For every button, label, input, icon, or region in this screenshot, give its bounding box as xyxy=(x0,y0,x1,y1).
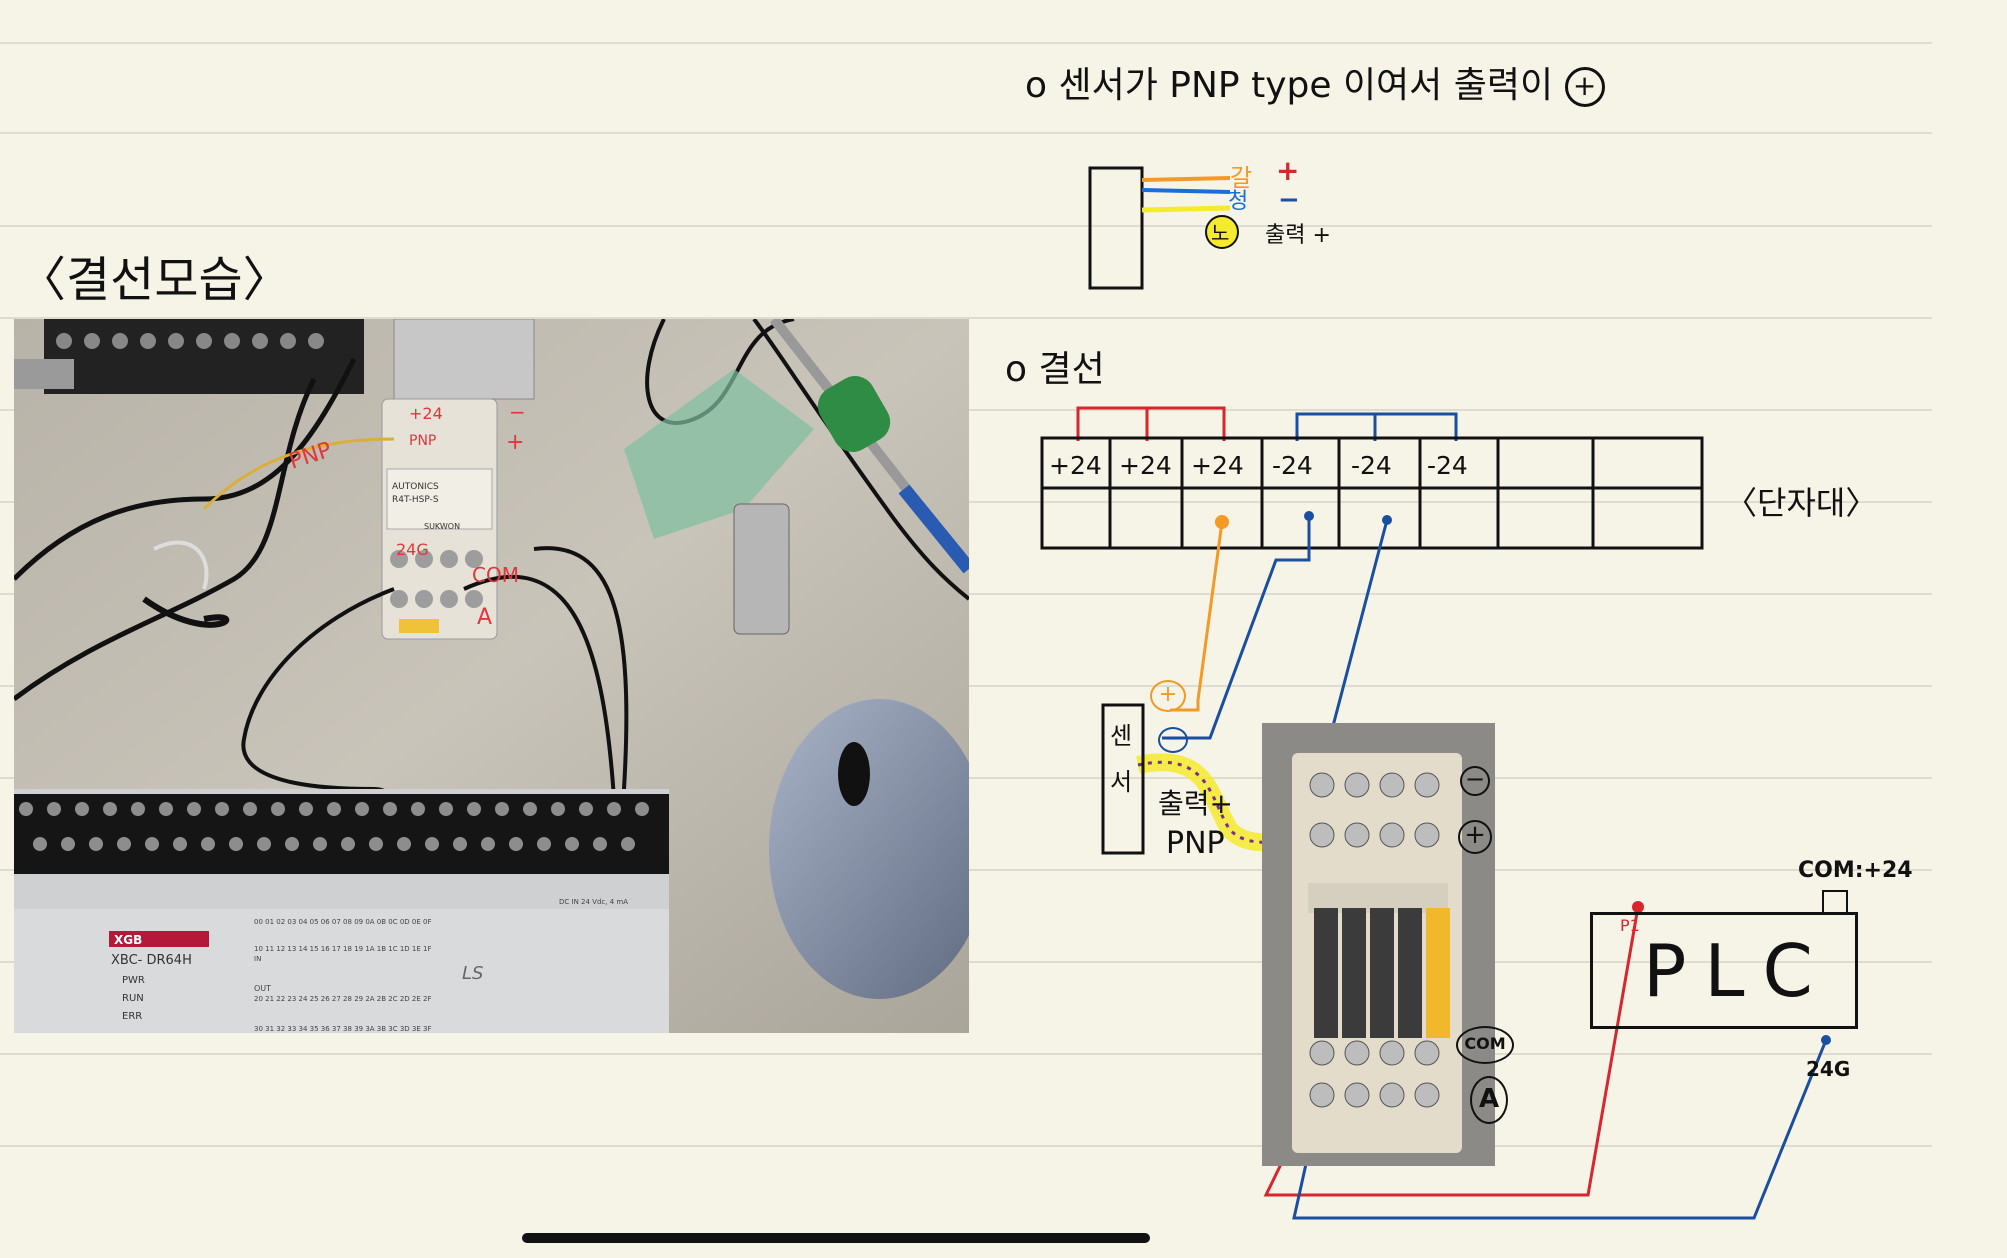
ruled-line xyxy=(0,42,1932,44)
ruled-line xyxy=(0,225,1932,227)
sensor-type-label: PNP xyxy=(1166,826,1225,861)
photo-relay-model: R4T-HSP-S xyxy=(392,495,439,505)
plc-com-label: COM:+24 xyxy=(1798,858,1913,883)
annotation-plus24: +24 xyxy=(409,404,443,423)
relay-com-terminal: COM xyxy=(1456,1026,1514,1064)
ruled-line xyxy=(0,1053,1932,1055)
metal-bracket xyxy=(733,503,790,635)
terminal-block-diagram: +24 +24 +24 -24 -24 -24 xyxy=(1040,406,1704,550)
plc-led-run: RUN xyxy=(122,993,144,1004)
sensor-output-label: 출력+ xyxy=(1158,787,1233,820)
plc-dc-label: DC IN 24 Vdc, 4 mA xyxy=(559,898,628,906)
plc-in-row: 00 01 02 03 04 05 06 07 08 09 0A 0B 0C 0… xyxy=(254,918,432,926)
sensor-wire-sketch: 갈 청 노 출력 + + − xyxy=(1088,160,1331,290)
relay-photo xyxy=(1262,723,1495,1166)
terminal-label: +24 xyxy=(1049,451,1102,480)
photo-relay-brand2: SUKWON xyxy=(424,522,460,531)
annotation-com: COM xyxy=(472,563,519,587)
green-handle xyxy=(817,376,891,452)
terminal-label: -24 xyxy=(1272,451,1313,480)
plc-p1-label: P1 xyxy=(1620,916,1640,935)
photo-section-title: 〈결선모습〉 xyxy=(18,252,291,308)
relay-bottom-screws xyxy=(1309,1040,1440,1108)
plc-out-row: 20 21 22 23 24 25 26 27 28 29 2A 2B 2C 2… xyxy=(254,995,432,1003)
blue-wire-endpoint xyxy=(1304,511,1314,521)
relay-top-screws xyxy=(1309,772,1440,848)
plc-in-label: IN xyxy=(254,955,261,963)
relay-minus-terminal: − xyxy=(1460,766,1490,796)
relay-plus-terminal: + xyxy=(1458,820,1492,854)
ruled-line xyxy=(0,132,1932,134)
plc-brand-badge: XGB xyxy=(114,933,142,947)
ruled-line xyxy=(0,1145,1932,1147)
terminal-block-label: 〈단자대〉 xyxy=(1725,484,1878,522)
orange-wire-endpoint xyxy=(1215,515,1229,529)
wiring-section-title: o 결선 xyxy=(1005,349,1105,390)
wiring-photo-art: AUTONICS R4T-HSP-S SUKWON xyxy=(14,319,969,1033)
plc-out-label: OUT xyxy=(254,984,271,993)
plc-model-text: XBC- DR64H xyxy=(111,953,192,968)
note-heading: o 센서가 PNP type 이여서 출력이 + xyxy=(1025,56,1605,108)
yellow-wire-label: 노 xyxy=(1211,221,1229,245)
orange-wire xyxy=(1170,521,1224,712)
annotation-pnp2: PNP xyxy=(409,433,436,449)
sensor-minus-terminal: − xyxy=(1158,727,1188,753)
sensor-label-line1: 센 xyxy=(1110,722,1132,750)
relay-photo-art xyxy=(1262,723,1495,1166)
acrylic-sheet xyxy=(624,369,814,539)
sensor-label-line2: 서 xyxy=(1110,768,1132,796)
terminal-label: -24 xyxy=(1427,451,1468,480)
sensor-box xyxy=(1101,703,1145,855)
red-jumper xyxy=(1076,406,1226,441)
annotation-minus: − xyxy=(509,400,526,424)
brown-wire-label: 갈 xyxy=(1230,164,1252,192)
blue-wire-to-sensor xyxy=(1162,516,1311,740)
blue-wire-endpoint xyxy=(1821,1035,1831,1045)
brown-wire xyxy=(1141,176,1231,182)
computer-mouse xyxy=(769,699,969,999)
terminal-label: -24 xyxy=(1351,451,1392,480)
plc-24g-label: 24G xyxy=(1806,1057,1851,1081)
home-indicator[interactable] xyxy=(522,1233,1150,1243)
blue-wire xyxy=(1141,188,1231,194)
blue-wire-endpoint xyxy=(1382,515,1392,525)
plc-in-row2: 10 11 12 13 14 15 16 17 18 19 1A 1B 1C 1… xyxy=(254,945,432,953)
bullet-marker: o xyxy=(1025,65,1048,106)
annotation-plus: + xyxy=(506,430,524,455)
plc-logo: LS xyxy=(462,963,483,984)
top-terminal-strip xyxy=(44,319,364,394)
yellow-wire xyxy=(1141,205,1231,213)
plc-out-row2: 30 31 32 33 34 35 36 37 38 39 3A 3B 3C 3… xyxy=(254,1025,432,1033)
sensor-output-label: 출력 + xyxy=(1265,223,1331,248)
relay-a-terminal: A xyxy=(1470,1076,1508,1124)
terminal-label: +24 xyxy=(1119,451,1172,480)
plc-box: PLC xyxy=(1590,912,1858,1029)
ruled-line xyxy=(0,317,1932,319)
plc-led-pwr: PWR xyxy=(122,975,145,986)
terminal-label: +24 xyxy=(1191,451,1244,480)
note-heading-text: 센서가 PNP type 이여서 출력이 xyxy=(1058,65,1554,106)
red-wire-endpoint xyxy=(1632,901,1644,913)
terminal-block-outline xyxy=(1040,436,1704,550)
photo-relay-brand: AUTONICS xyxy=(392,482,439,492)
plc-label: PLC xyxy=(1643,929,1831,1013)
annotation-24g: 24G xyxy=(396,540,429,559)
plus-sign: + xyxy=(1276,160,1299,187)
sensor-diagram: 센 서 xyxy=(1101,703,1145,855)
blue-wire-label: 청 xyxy=(1228,189,1248,214)
plc-led-err: ERR xyxy=(122,1011,142,1022)
circled-plus-symbol: + xyxy=(1564,67,1605,107)
wiring-photo: AUTONICS R4T-HSP-S SUKWON xyxy=(14,319,969,1033)
sensor-body xyxy=(1088,166,1144,290)
relay-modules xyxy=(1314,908,1450,1038)
plc-com-terminal-mark xyxy=(1822,890,1848,914)
sensor-plus-terminal: + xyxy=(1150,680,1186,712)
annotation-a: A xyxy=(477,605,492,630)
yellow-wire-circle xyxy=(1205,215,1239,249)
minus-sign: − xyxy=(1278,185,1300,215)
